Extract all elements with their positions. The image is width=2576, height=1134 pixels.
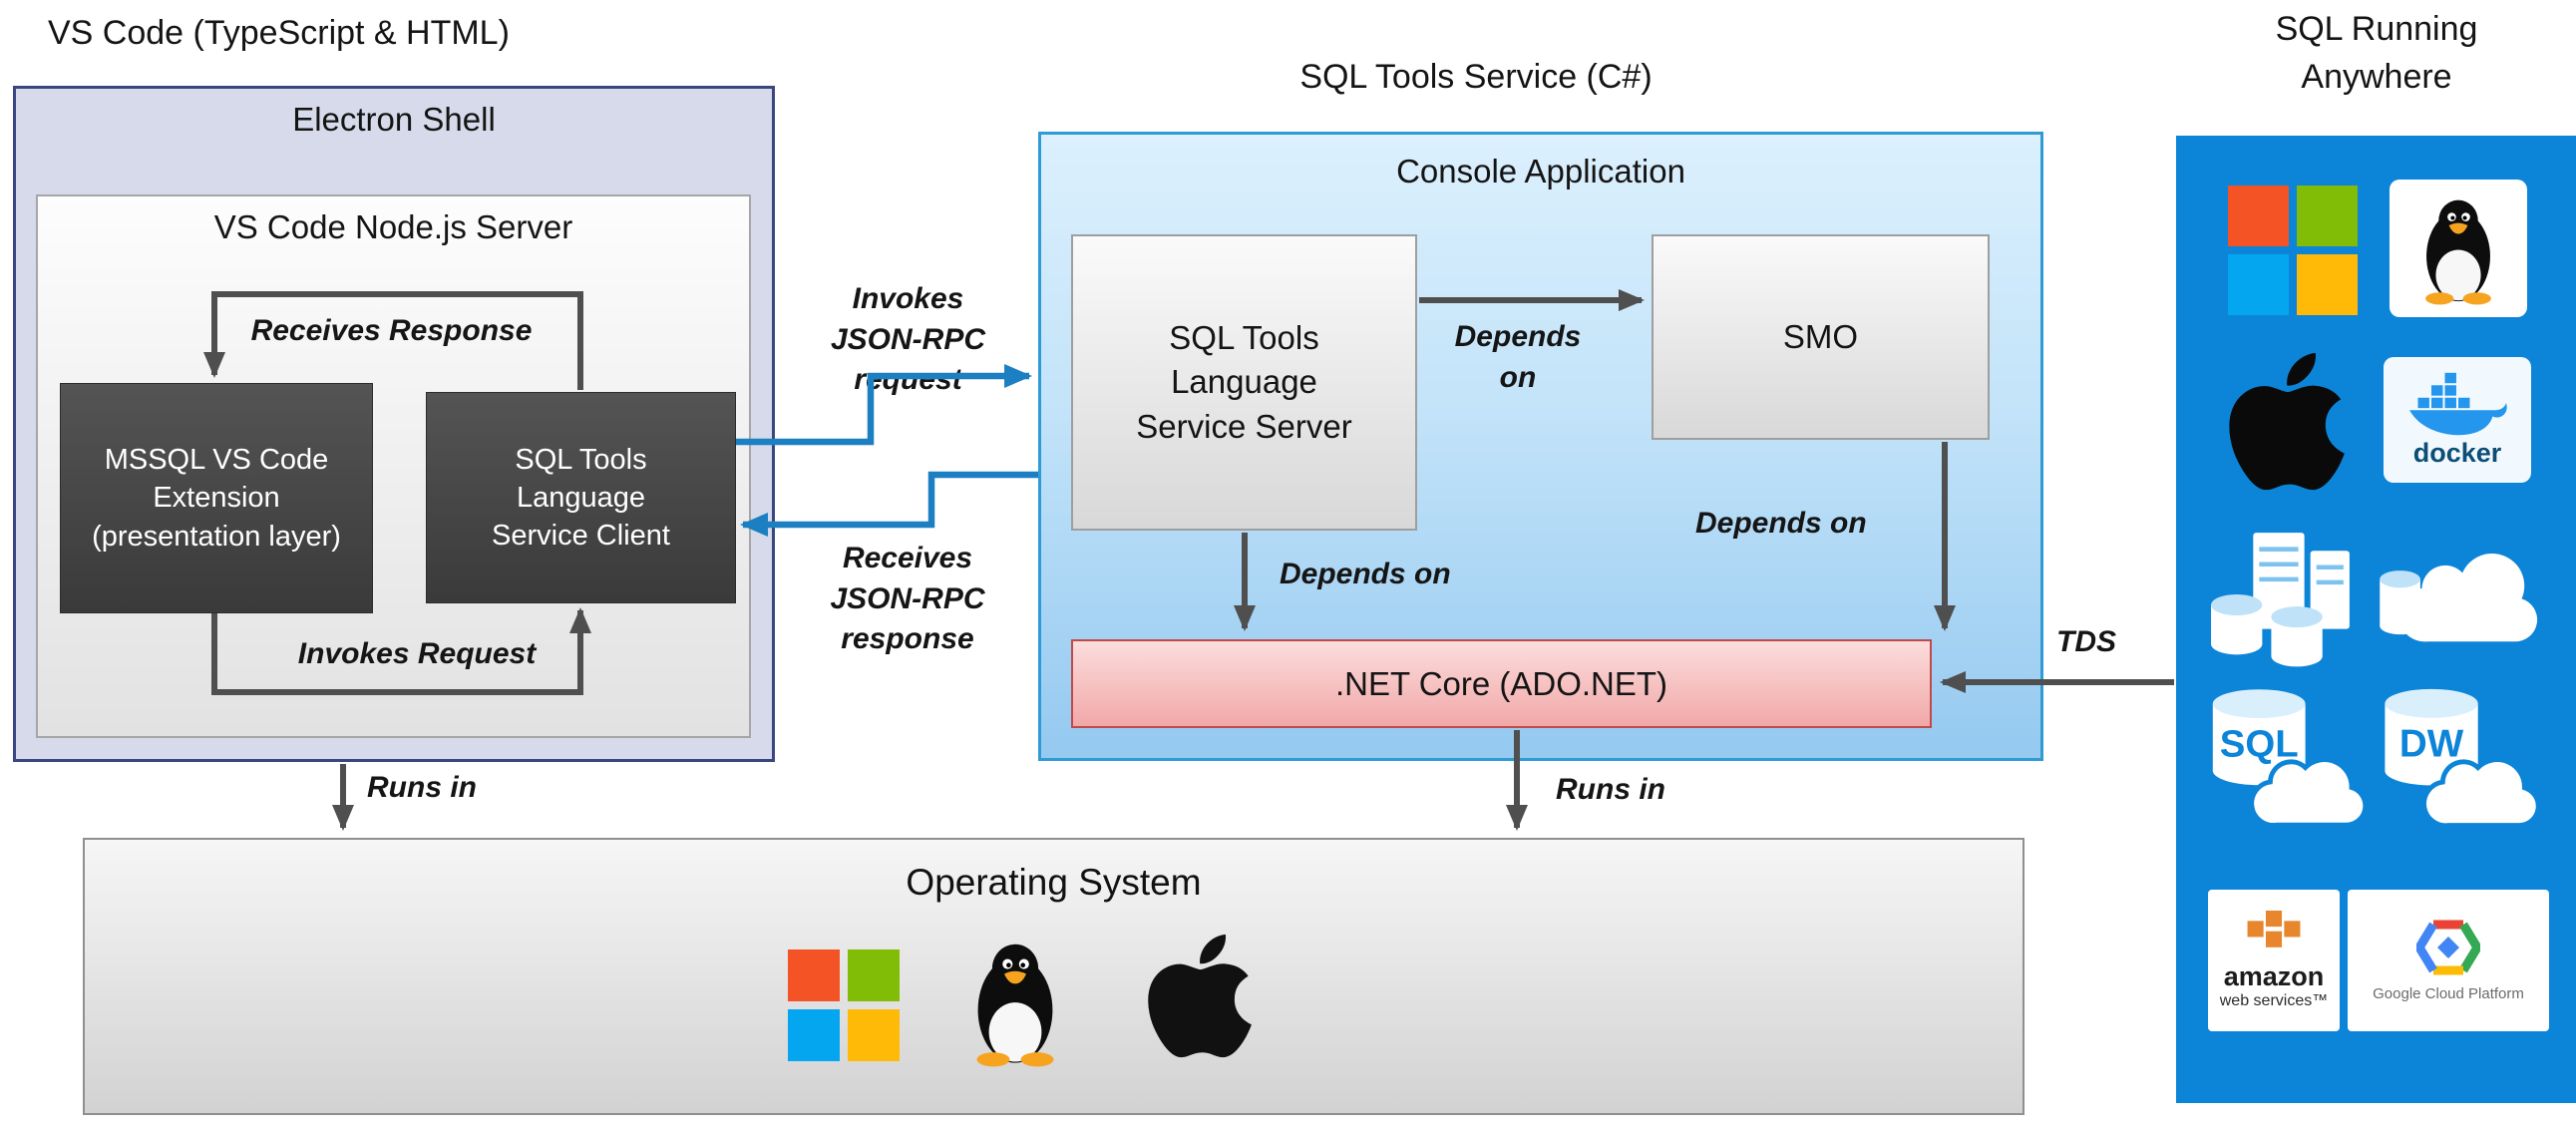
windows-pane-red bbox=[2228, 186, 2289, 246]
cloud-database-icon bbox=[2380, 553, 2538, 642]
label-depends-on-net: Depends on bbox=[1695, 507, 1867, 540]
windows-pane-yellow bbox=[848, 1009, 900, 1061]
docker-label: docker bbox=[2412, 437, 2502, 468]
sql-server-icon bbox=[2211, 533, 2350, 667]
smo-box: SMO bbox=[1652, 234, 1990, 440]
windows-pane-green bbox=[848, 949, 900, 1001]
label-invokes-request: Invokes Request bbox=[297, 637, 537, 670]
electron-shell-title: Electron Shell bbox=[292, 101, 496, 138]
aws-cubes-icon bbox=[2247, 911, 2301, 947]
linux-tux-icon bbox=[2425, 199, 2491, 304]
label-runs-in-middle: Runs in bbox=[1556, 773, 1665, 806]
windows-pane-red bbox=[788, 949, 840, 1001]
aws-tile: amazon web services™ bbox=[2208, 890, 2340, 1031]
windows-pane-green bbox=[2297, 186, 2358, 246]
service-server-box: SQL Tools Language Service Server bbox=[1071, 234, 1417, 531]
service-server-label: SQL Tools Language Service Server bbox=[1136, 318, 1352, 445]
mssql-extension-box: MSSQL VS Code Extension (presentation la… bbox=[60, 383, 373, 613]
mssql-extension-label: MSSQL VS Code Extension (presentation la… bbox=[92, 444, 341, 553]
linux-tile bbox=[2390, 180, 2527, 317]
windows-logo-icon bbox=[2228, 186, 2358, 315]
console-application-title: Console Application bbox=[1396, 153, 1685, 189]
service-client-label: SQL Tools Language Service Client bbox=[492, 443, 670, 553]
label-depends-on-server: Depends on bbox=[1280, 558, 1451, 590]
operating-system-title: Operating System bbox=[906, 862, 1202, 903]
docker-tile: docker bbox=[2384, 357, 2531, 483]
amazon-label: amazon bbox=[2223, 961, 2325, 992]
smo-label: SMO bbox=[1782, 317, 1859, 355]
service-client-box: SQL Tools Language Service Client bbox=[426, 392, 736, 603]
dw-db-label: DW bbox=[2399, 722, 2464, 765]
apple-logo-icon bbox=[2229, 352, 2345, 491]
operating-system-box: Operating System bbox=[83, 838, 2024, 1115]
docker-whale-icon bbox=[2409, 372, 2507, 435]
section-title-sql-anywhere: SQL Running Anywhere bbox=[2275, 10, 2478, 96]
label-runs-in-left: Runs in bbox=[367, 771, 477, 804]
linux-tux-icon bbox=[976, 944, 1054, 1067]
label-tds: TDS bbox=[2056, 625, 2116, 658]
sql-db-label: SQL bbox=[2220, 722, 2299, 765]
gcp-hexagon-icon bbox=[2416, 920, 2480, 974]
windows-pane-blue bbox=[788, 1009, 840, 1061]
label-invokes-jsonrpc: Invokes JSON-RPC request bbox=[830, 282, 986, 396]
arrow-receives-jsonrpc bbox=[740, 471, 1038, 537]
windows-pane-yellow bbox=[2297, 254, 2358, 315]
windows-logo-icon bbox=[788, 949, 900, 1061]
label-receives-jsonrpc: Receives JSON-RPC response bbox=[830, 542, 985, 655]
dw-database-cloud-icon: DW bbox=[2385, 688, 2541, 829]
gcp-tile: Google Cloud Platform bbox=[2348, 890, 2549, 1031]
windows-pane-blue bbox=[2228, 254, 2289, 315]
web-services-label: web services™ bbox=[2219, 991, 2329, 1009]
net-core-label: .NET Core (ADO.NET) bbox=[1334, 664, 1668, 702]
sql-database-cloud-icon: SQL bbox=[2212, 689, 2369, 828]
label-depends-on-smo: Depends on bbox=[1454, 320, 1582, 394]
sql-anywhere-panel: docker bbox=[2176, 136, 2576, 1103]
gcp-label: Google Cloud Platform bbox=[2373, 984, 2524, 1002]
section-title-sqltools: SQL Tools Service (C#) bbox=[1299, 58, 1653, 96]
net-core-box: .NET Core (ADO.NET) bbox=[1071, 639, 1932, 728]
apple-logo-icon bbox=[1148, 934, 1252, 1058]
label-receives-response: Receives Response bbox=[250, 314, 533, 347]
section-title-vscode: VS Code (TypeScript & HTML) bbox=[48, 14, 510, 52]
node-server-title: VS Code Node.js Server bbox=[213, 208, 573, 245]
